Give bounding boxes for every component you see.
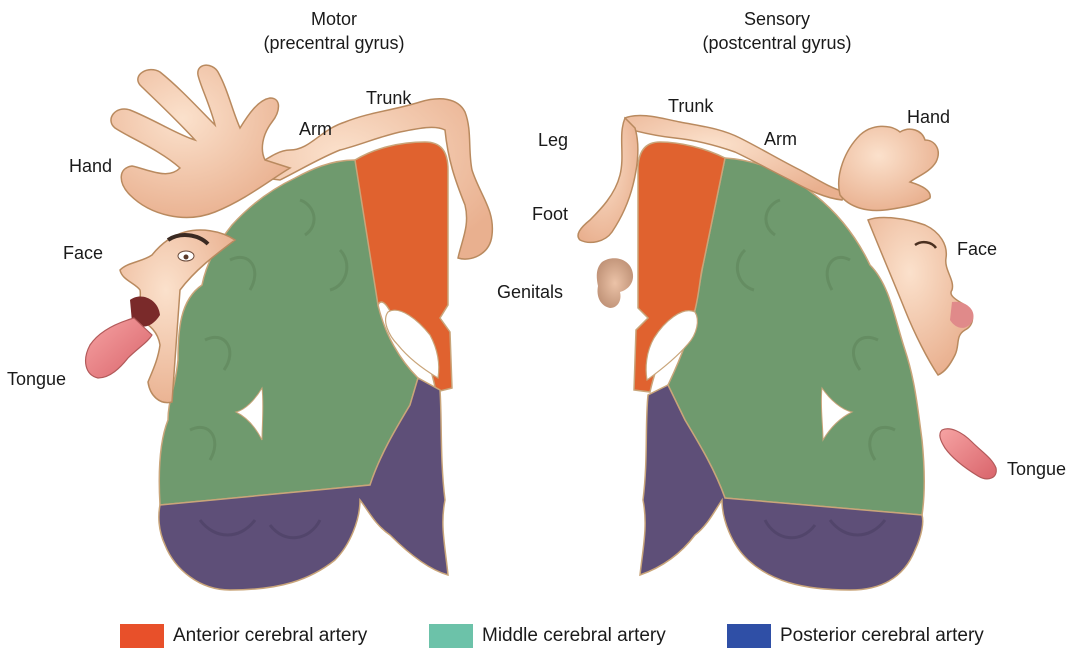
motor-label-tongue: Tongue — [7, 368, 66, 390]
sensory-label-hand: Hand — [907, 106, 950, 128]
legend-label-middle: Middle cerebral artery — [482, 625, 666, 647]
legend-label-anterior: Anterior cerebral artery — [173, 625, 367, 647]
sensory-title: Sensory — [647, 8, 907, 30]
motor-label-trunk: Trunk — [366, 87, 411, 109]
sensory-label-face: Face — [957, 238, 997, 260]
motor-subtitle: (precentral gyrus) — [204, 32, 464, 54]
sensory-label-leg: Leg — [538, 129, 568, 151]
sensory-label-foot: Foot — [532, 203, 568, 225]
sensory-tongue-icon — [940, 429, 996, 479]
sensory-label-tongue: Tongue — [1007, 458, 1066, 480]
legend-swatch-posterior — [727, 624, 771, 648]
legend-item-posterior: Posterior cerebral artery — [727, 622, 984, 649]
legend-label-posterior: Posterior cerebral artery — [780, 625, 984, 647]
motor-label-face: Face — [63, 242, 103, 264]
sensory-genitals-icon — [597, 258, 633, 308]
motor-hand-icon — [111, 65, 290, 217]
legend-swatch-middle — [429, 624, 473, 648]
sensory-lips-icon — [950, 302, 974, 328]
sensory-hand-icon — [839, 126, 939, 210]
sensory-label-genitals: Genitals — [497, 281, 563, 303]
legend-item-middle: Middle cerebral artery — [429, 622, 666, 649]
sensory-leg-foot-icon — [578, 118, 638, 242]
sensory-label-trunk: Trunk — [668, 95, 713, 117]
motor-label-arm: Arm — [299, 118, 332, 140]
legend-swatch-anterior — [120, 624, 164, 648]
sensory-label-arm: Arm — [764, 128, 797, 150]
motor-tongue-icon — [86, 318, 152, 378]
sensory-subtitle: (postcentral gyrus) — [647, 32, 907, 54]
legend-item-anterior: Anterior cerebral artery — [120, 622, 367, 649]
motor-title: Motor — [204, 8, 464, 30]
motor-pupil-icon — [184, 255, 189, 260]
motor-label-hand: Hand — [69, 155, 112, 177]
